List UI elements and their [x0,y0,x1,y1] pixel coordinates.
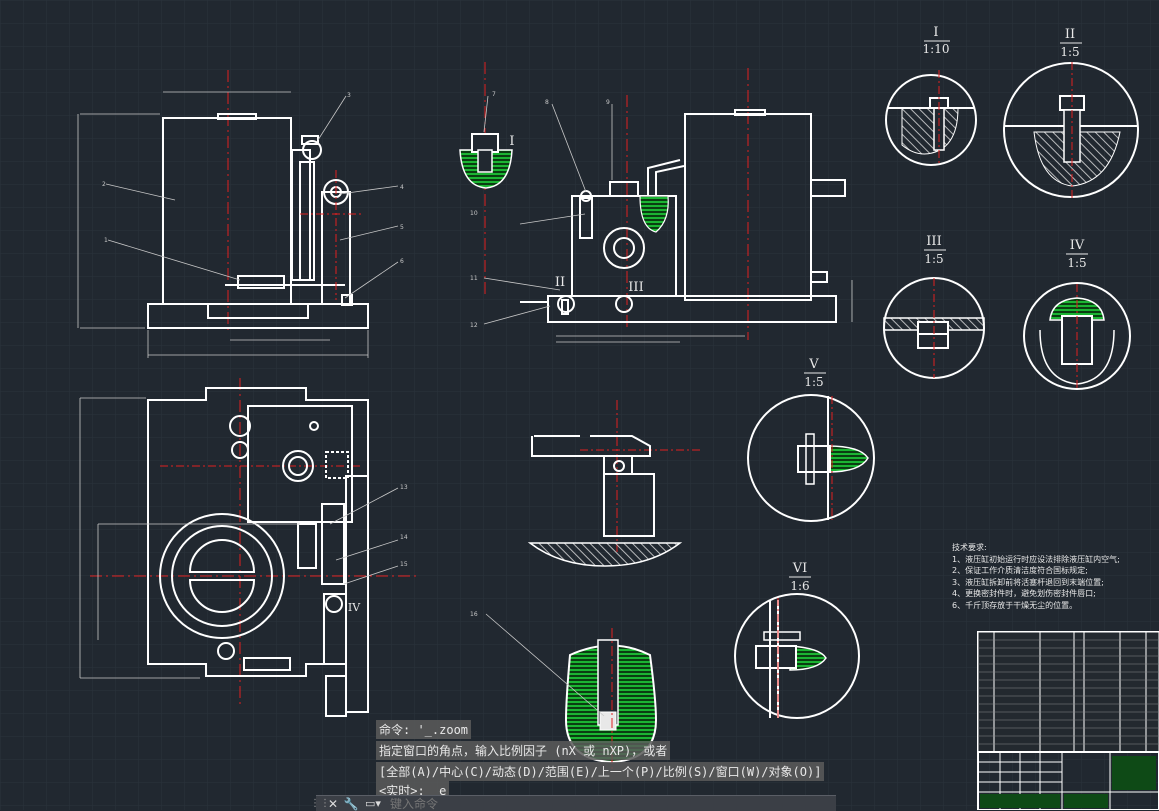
detail-iv-scale: 1:5 [1067,256,1086,270]
balloon-11: 11 [470,275,478,282]
side-view-dimensions [483,95,853,343]
side-view-port-hatch [639,195,669,233]
balloon-7: 7 [492,91,496,98]
detail-iii-scale: 1:5 [924,252,943,266]
detail-iii [883,277,985,379]
detail-ii-numeral: II [1065,27,1075,42]
technical-requirements: 技术要求: 1、液压缸初始运行时应设法排除液压缸内空气; 2、保证工作介质清洁度… [952,542,1120,611]
marker-detail-i: I [509,134,514,149]
balloon-14: 14 [400,534,408,541]
title-block-drawing-title [1112,756,1156,790]
detail-v [747,394,875,522]
balloon-13: 13 [400,484,408,491]
detail-16-leader [485,613,605,717]
section-view-hatch [527,542,683,567]
recent-commands-dropdown[interactable]: ▭▾ [365,797,381,810]
balloon-1: 1 [104,237,108,244]
plan-view-dimensions [79,397,399,679]
command-history-line: [全部(A)/中心(C)/动态(D)/范围(E)/上一个(P)/比例(S)/窗口… [376,762,825,781]
detail-vi-numeral: VI [792,561,808,576]
balloon-15: 15 [400,561,408,568]
detail-ii-scale: 1:5 [1060,45,1079,59]
balloon-16: 16 [470,611,478,618]
title-block-company [1064,794,1108,808]
detail-vi-scale: 1:6 [790,579,809,593]
detail-i [885,70,977,166]
front-view-leaders [105,95,399,299]
detail-iv [1023,282,1131,390]
customize-wrench-icon[interactable]: 🔧 [343,796,359,811]
tech-item: 1、液压缸初始运行时应设法排除液压缸内空气; [952,554,1120,564]
marker-detail-iv: IV [348,601,361,614]
command-input[interactable] [386,797,836,810]
side-view-markers [557,295,633,313]
detail-iii-numeral: III [926,234,941,249]
command-history: 命令: '_.zoom 指定窗口的角点，输入比例因子 (nX 或 nXP)，或者… [376,720,836,802]
balloon-12: 12 [470,322,478,329]
balloon-6: 6 [400,258,404,265]
marker-detail-ii: II [555,275,565,290]
tech-item: 6、千斤顶存放于干燥无尘的位置。 [952,600,1078,610]
balloon-2: 2 [102,181,106,188]
title-block-rows [978,639,1159,745]
balloon-4: 4 [400,184,404,191]
close-icon[interactable]: ✕ [327,796,339,811]
front-view [147,70,369,330]
detail-v-scale: 1:5 [804,375,823,389]
detail-iv-numeral: IV [1070,238,1085,253]
detail-i-scale: 1:10 [923,42,950,56]
detail-ii [1003,62,1139,198]
tech-item: 3、液压缸拆卸前将活塞杆退回到末端位置; [952,577,1104,587]
detail-v-numeral: V [808,357,819,372]
section-view [531,400,700,552]
tech-item: 4、更换密封件时，避免划伤密封件唇口; [952,589,1096,598]
plan-view [90,378,420,717]
balloon-8: 8 [545,99,549,106]
command-history-line: 指定窗口的角点，输入比例因子 (nX 或 nXP)，或者 [376,741,671,760]
title-block-signatures [980,794,1060,808]
detail-vi [734,593,860,719]
part-balloons: 1 2 3 4 5 6 7 8 9 10 11 12 13 14 15 16 [102,91,610,618]
front-view-dimensions [77,91,369,358]
tech-item: 2、保证工作介质清洁度符合国标规定; [952,566,1088,575]
balloon-9: 9 [606,99,610,106]
command-history-line: 命令: '_.zoom [376,720,472,739]
command-line-bar: ⋮⋮ ✕ 🔧 ▭▾ [310,795,836,811]
balloon-10: 10 [470,210,478,217]
side-view-detail-i-stem [477,149,493,173]
detail-i-numeral: I [933,25,938,40]
marker-detail-iii: III [628,280,643,295]
detail-labels: I 1:10 II 1:5 III 1:5 IV 1:5 V 1:5 VI 1:… [348,25,1088,614]
balloon-3: 3 [347,92,351,99]
tech-title: 技术要求: [952,543,987,552]
balloon-5: 5 [400,224,404,231]
drag-grip-icon[interactable]: ⋮⋮ [310,798,330,809]
